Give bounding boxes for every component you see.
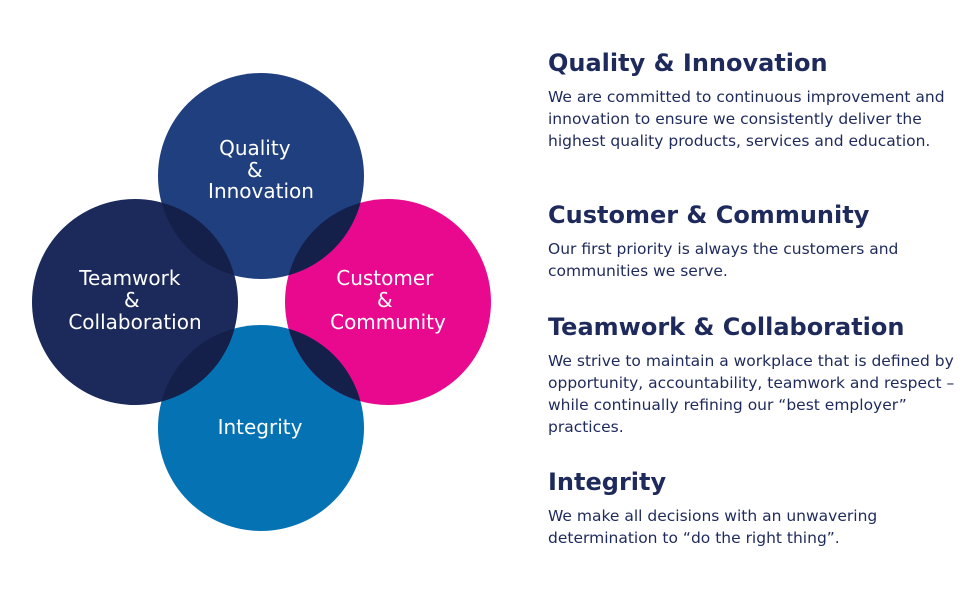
customer-community-circle xyxy=(285,199,491,405)
teamwork-collaboration-section: Teamwork & Collaboration We strive to ma… xyxy=(548,310,960,465)
values-circle-diagram: Quality & Innovation Customer & Communit… xyxy=(32,73,491,531)
customer-community-heading: Customer & Community xyxy=(548,201,870,229)
quality-innovation-section: Quality & Innovation We are committed to… xyxy=(548,46,960,198)
teamwork-collaboration-label: Teamwork & Collaboration xyxy=(68,266,201,334)
quality-innovation-circle xyxy=(158,73,364,279)
integrity-heading: Integrity xyxy=(548,468,667,496)
integrity-section: Integrity We make all decisions with an … xyxy=(548,465,960,565)
quality-innovation-label: Quality & Innovation xyxy=(208,136,314,203)
teamwork-collaboration-heading: Teamwork & Collaboration xyxy=(548,313,905,341)
customer-community-description: Our first priority is always the custome… xyxy=(548,240,899,280)
integrity-label: Integrity xyxy=(218,415,303,439)
customer-community-section: Customer & Community Our first priority … xyxy=(548,198,960,310)
quality-innovation-heading: Quality & Innovation xyxy=(548,49,828,77)
teamwork-collaboration-circle xyxy=(32,199,238,405)
teamwork-collaboration-description: We strive to maintain a workplace that i… xyxy=(548,352,955,436)
customer-community-label: Customer & Community xyxy=(330,266,446,334)
integrity-circle xyxy=(158,325,364,531)
quality-innovation-description: We are committed to continuous improveme… xyxy=(548,88,945,150)
integrity-description: We make all decisions with an unwavering… xyxy=(548,507,878,547)
values-text-panel: Quality & Innovation We are committed to… xyxy=(548,46,960,565)
